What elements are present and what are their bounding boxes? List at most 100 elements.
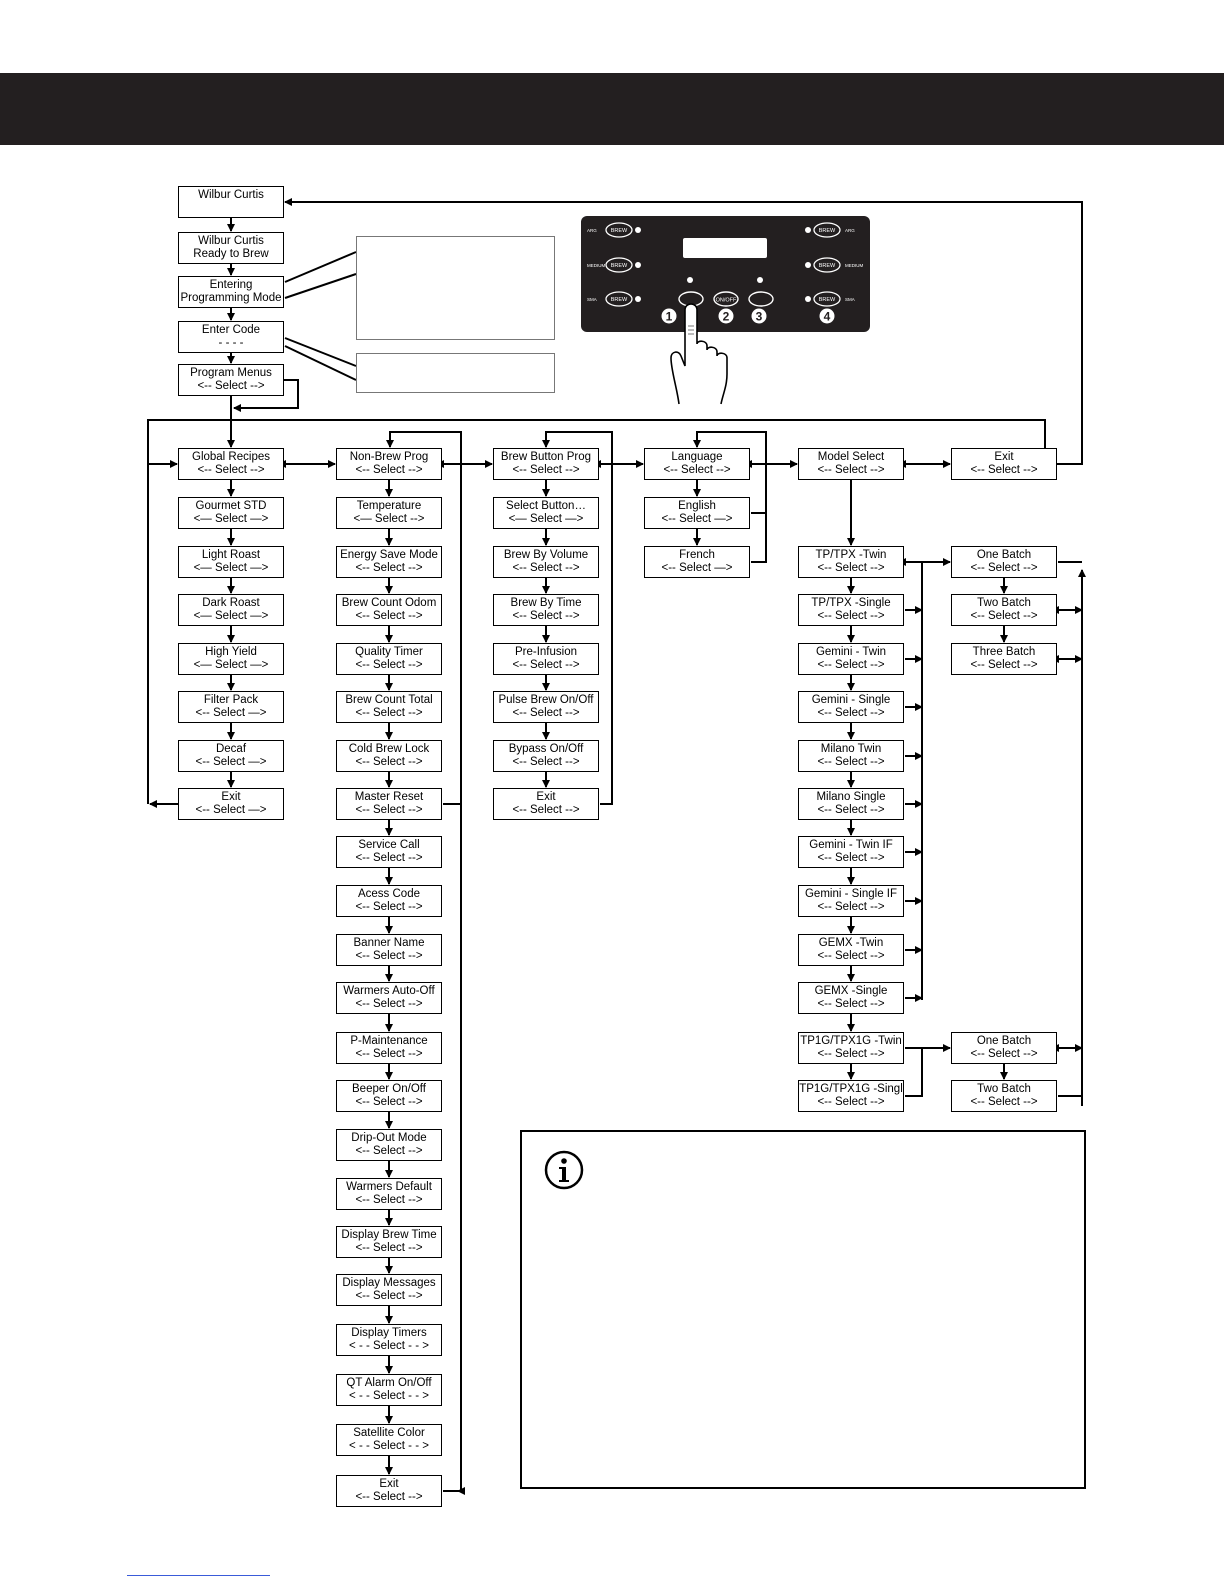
menu-box-title: Entering	[209, 279, 253, 291]
menu-box-subtitle: Programming Mode	[180, 292, 282, 304]
menu-box-cold-brew-lock: Cold Brew Lock<-- Select -->	[336, 740, 442, 772]
menu-box-subtitle: <— Select —>	[508, 513, 584, 525]
menu-box-temperature: Temperature<— Select -->	[336, 497, 442, 529]
return-to-start-arrow	[284, 198, 1083, 465]
menu-box-title: Display Messages	[342, 1277, 436, 1289]
brew-led	[635, 296, 641, 302]
menu-box-enter-code: Enter Code- - - -	[178, 321, 284, 353]
menu-box-milano-single: Milano Single<-- Select -->	[798, 788, 904, 820]
menu-box-title: TP1G/TPX1G -Singl	[799, 1083, 903, 1095]
number-badge-4	[819, 308, 835, 324]
menu-box-gemini-single-if: Gemini - Single IF<-- Select -->	[798, 885, 904, 917]
menu-box-subtitle: <-- Select -->	[355, 707, 423, 719]
menu-box-title: Temperature	[356, 500, 422, 512]
menu-box-program-menus: Program Menus<-- Select -->	[178, 364, 284, 396]
menu-box-gemx-single: GEMX -Single<-- Select -->	[798, 982, 904, 1014]
menu-box-title: Exit	[994, 451, 1014, 463]
menu-box-subtitle: <— Select -->	[353, 513, 425, 525]
menu-box-subtitle: <-- Select —>	[661, 513, 733, 525]
button-3	[748, 291, 774, 307]
number-badge-label: 1	[666, 310, 673, 324]
menu-box-title: Exit	[221, 791, 241, 803]
menu-box-subtitle: <-- Select -->	[355, 464, 423, 476]
menu-box-title: QT Alarm On/Off	[346, 1377, 432, 1389]
menu-box-title: Light Roast	[201, 549, 261, 561]
menu-box-drip-out-mode: Drip-Out Mode<-- Select -->	[336, 1129, 442, 1161]
menu-box-title: TP/TPX -Single	[811, 597, 891, 609]
menu-box-subtitle: <— Select —>	[193, 562, 269, 574]
menu-box-high-yield: High Yield<— Select —>	[178, 643, 284, 675]
menu-box-exit-top: Exit<-- Select -->	[951, 448, 1057, 480]
menu-box-title: Brew Count Total	[345, 694, 433, 706]
menu-box-gemx-twin: GEMX -Twin<-- Select -->	[798, 934, 904, 966]
menu-box-exit: Exit<-- Select —>	[178, 788, 284, 820]
menu-box-three-batch: Three Batch<-- Select -->	[951, 643, 1057, 675]
hand-press-icon	[670, 303, 728, 405]
callout-pointer	[284, 251, 357, 283]
menu-box-subtitle: <-- Select -->	[970, 659, 1038, 671]
menu-box-two-batch: Two Batch<-- Select -->	[951, 1080, 1057, 1112]
menu-box-light-roast: Light Roast<— Select —>	[178, 546, 284, 578]
menu-box-subtitle: <-- Select -->	[970, 464, 1038, 476]
menu-box-title: Warmers Auto-Off	[343, 985, 435, 997]
number-badge-label: 4	[824, 310, 831, 324]
menu-box-gemini-single: Gemini - Single<-- Select -->	[798, 691, 904, 723]
menu-box-title: Banner Name	[353, 937, 425, 949]
menu-box-title: Gemini - Single IF	[804, 888, 898, 900]
menu-box-subtitle: <-- Select -->	[355, 1242, 423, 1254]
menu-box-title: Two Batch	[977, 1083, 1031, 1095]
menu-box-title: Language	[671, 451, 723, 463]
menu-box-title: Brew By Time	[510, 597, 582, 609]
menu-box-title: Master Reset	[354, 791, 424, 803]
menu-box-subtitle: <-- Select -->	[355, 659, 423, 671]
menu-box-title: Energy Save Mode	[340, 549, 438, 561]
menu-box-title: Wilbur Curtis	[198, 235, 264, 247]
callout-pointer	[284, 337, 357, 367]
menu-box-title: Milano Single	[816, 791, 886, 803]
brew-label: BREW	[611, 228, 628, 234]
menu-box-subtitle: <-- Select -->	[512, 464, 580, 476]
menu-box-warmers-default: Warmers Default<-- Select -->	[336, 1178, 442, 1210]
menu-box-one-batch: One Batch<-- Select -->	[951, 1032, 1057, 1064]
menu-box-title: English	[678, 500, 716, 512]
menu-box-title: Brew Count Odom	[341, 597, 437, 609]
menu-box-title: Beeper On/Off	[352, 1083, 426, 1095]
menu-box-subtitle: <-- Select —>	[195, 804, 267, 816]
menu-box-subtitle: <-- Select -->	[817, 998, 885, 1010]
menu-box-tp1g-tpx1g-singl: TP1G/TPX1G -Singl<-- Select -->	[798, 1080, 904, 1112]
menu-box-service-call: Service Call<-- Select -->	[336, 836, 442, 868]
menu-box-subtitle: <-- Select —>	[195, 707, 267, 719]
menu-box-language: Language<-- Select -->	[644, 448, 750, 480]
menu-box-subtitle: <-- Select -->	[817, 804, 885, 816]
menu-box-title: Two Batch	[977, 597, 1031, 609]
menu-box-title: French	[679, 549, 715, 561]
menu-box-title: P-Maintenance	[350, 1035, 428, 1047]
menu-box-satellite-color: Satellite Color< - - Select - - >	[336, 1424, 442, 1456]
menu-box-subtitle: <-- Select -->	[355, 562, 423, 574]
menu-box-one-batch: One Batch<-- Select -->	[951, 546, 1057, 578]
menu-box-quality-timer: Quality Timer<-- Select -->	[336, 643, 442, 675]
menu-box-subtitle: <-- Select -->	[817, 610, 885, 622]
menu-box-tp1g-tpx1g-twin: TP1G/TPX1G -Twin<-- Select -->	[798, 1032, 904, 1064]
menu-box-subtitle: <-- Select -->	[197, 464, 265, 476]
menu-box-subtitle: <-- Select -->	[970, 1048, 1038, 1060]
menu-box-subtitle: <-- Select -->	[817, 1096, 885, 1108]
brew-label: BREW	[819, 228, 836, 234]
menu-box-warmers-auto-off: Warmers Auto-Off<-- Select -->	[336, 982, 442, 1014]
menu-box-title: High Yield	[205, 646, 257, 658]
menu-box-subtitle: <-- Select -->	[512, 610, 580, 622]
menu-box-subtitle: <-- Select -->	[817, 901, 885, 913]
menu-box-title: Gourmet STD	[195, 500, 267, 512]
menu-box-title: Quality Timer	[355, 646, 423, 658]
indicator-led	[757, 277, 763, 283]
brew-led	[805, 262, 811, 268]
menu-box-subtitle: <-- Select -->	[970, 1096, 1038, 1108]
menu-box-title: Milano Twin	[820, 743, 882, 755]
loop-line	[147, 419, 1046, 804]
menu-box-subtitle: <-- Select -->	[970, 562, 1038, 574]
menu-box-filter-pack: Filter Pack<-- Select —>	[178, 691, 284, 723]
